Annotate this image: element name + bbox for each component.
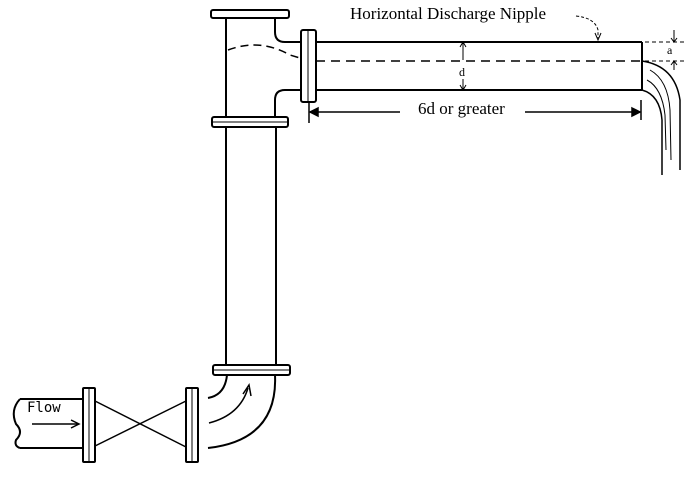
elbow [207,374,277,449]
riser-top-flange [211,116,289,128]
dimension-a [645,30,686,70]
valve-body [94,400,187,448]
dimension-6d [308,100,642,123]
nipple-label: Horizontal Discharge Nipple [350,4,547,23]
tee-body [225,18,300,117]
tee-top-flange [210,9,290,19]
label-leader [575,15,599,38]
dimension-d [459,41,467,91]
water-surface-tee [227,44,301,59]
discharge-jet [641,60,681,175]
length-label: 6d or greater [418,99,505,118]
flow-direction-arrow [208,387,249,424]
riser-bottom-flange [212,364,291,376]
horizontal-discharge-nipple [316,41,643,91]
flow-label: Flow [27,400,61,416]
drop-label: a [667,43,673,57]
diameter-label: d [459,65,465,79]
riser-pipe [225,127,277,365]
inlet-pipe [12,398,83,449]
